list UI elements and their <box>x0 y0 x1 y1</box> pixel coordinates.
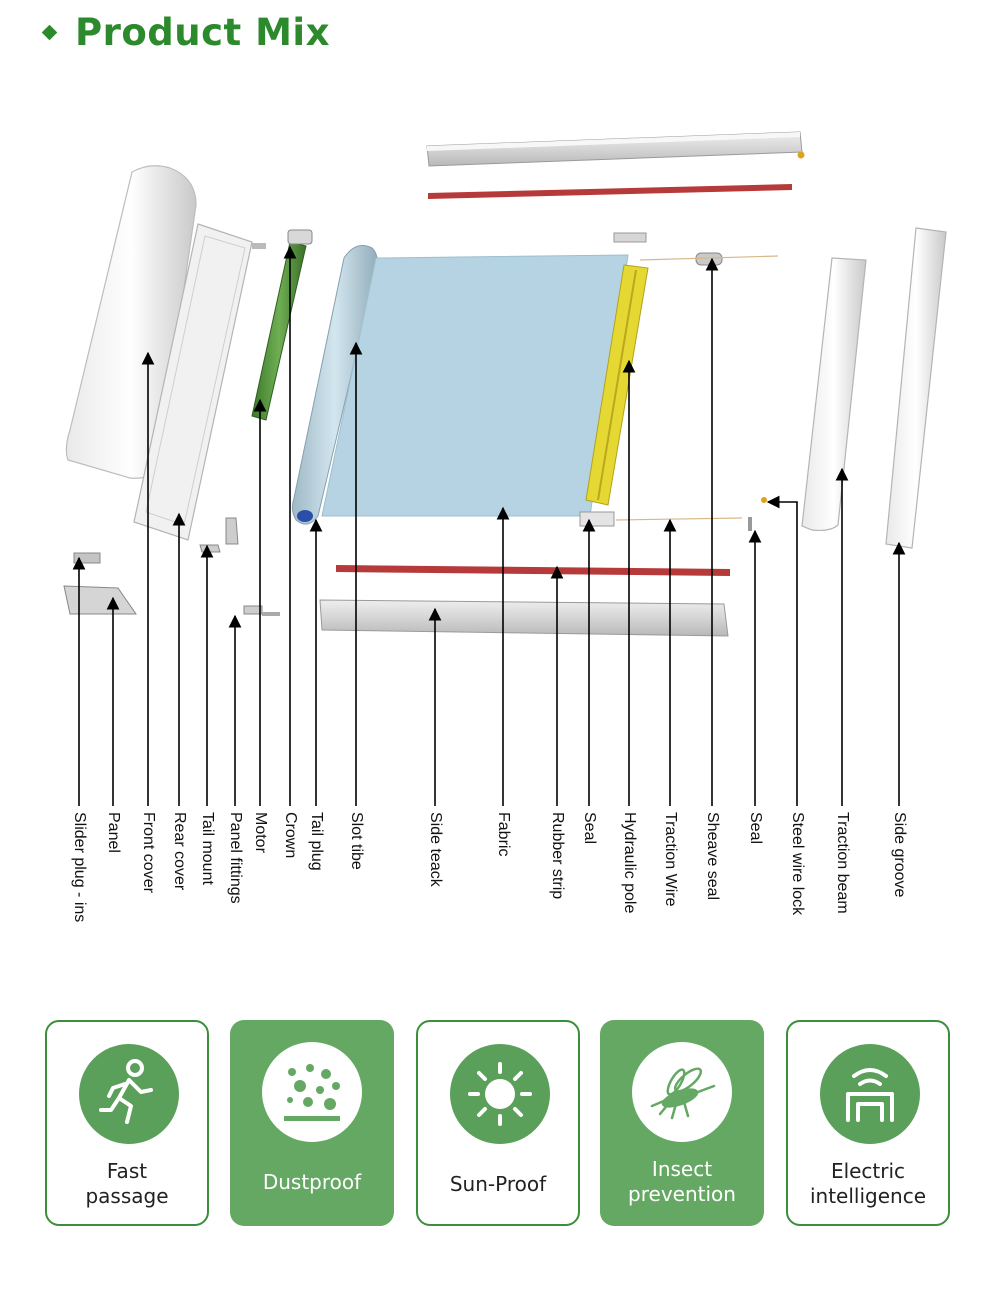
part-label: Fabric <box>495 812 512 857</box>
running-person-icon <box>79 1044 179 1144</box>
sun-icon <box>450 1044 550 1144</box>
part-label: Seal <box>581 812 598 845</box>
part-label: Traction beam <box>834 812 851 914</box>
page-title-text: Product Mix <box>75 10 330 54</box>
feature-label: Electric intelligence <box>809 1159 927 1208</box>
smart-door-icon <box>820 1044 920 1144</box>
feature-label: Sun-Proof <box>449 1171 547 1196</box>
part-label: Tail mount <box>199 812 216 885</box>
feature-card-insect-prevention: Insect prevention <box>600 1020 764 1226</box>
bottom-rail <box>319 599 729 637</box>
leader-arrows <box>72 245 906 806</box>
slot-tube <box>291 245 378 525</box>
rear-cover <box>133 223 253 541</box>
page-title: Product Mix <box>41 8 330 56</box>
part-label: Slider plug - ins <box>71 812 88 923</box>
part-label: Motor <box>252 812 269 853</box>
feature-label: Fast passage <box>85 1159 169 1208</box>
feature-card-sun-proof: Sun-Proof <box>416 1020 580 1226</box>
dust-particles-icon <box>262 1042 362 1142</box>
part-label: Panel <box>105 812 122 853</box>
part-label: Sheave seal <box>704 812 721 901</box>
part-label: Front cover <box>140 812 157 893</box>
part-label: Rear cover <box>171 812 188 891</box>
part-label: Crown <box>282 812 299 859</box>
motor <box>251 241 307 421</box>
mosquito-icon <box>632 1042 732 1142</box>
top-rail <box>426 131 805 167</box>
bottom-rubber-strip <box>336 565 730 576</box>
feature-card-fast-passage: Fast passage <box>45 1020 209 1226</box>
top-rubber-strip <box>428 184 792 199</box>
feature-card-dustproof: Dustproof <box>230 1020 394 1226</box>
exploded-diagram <box>63 131 947 806</box>
crown <box>287 229 313 245</box>
part-label: Hydraulic pole <box>621 812 638 914</box>
part-label: Panel fittings <box>227 812 244 904</box>
feature-label: Dustproof <box>262 1169 362 1194</box>
part-label: Steel wire lock <box>789 812 806 916</box>
part-label: Side teack <box>427 812 444 887</box>
part-label: Seal <box>747 812 764 845</box>
panel <box>63 585 137 615</box>
side-groove <box>885 227 947 549</box>
traction-beam <box>801 257 867 532</box>
feature-card-electric-intelligence: Electric intelligence <box>786 1020 950 1226</box>
part-label: Rubber strip <box>549 812 566 900</box>
part-label: Tail plug <box>308 812 325 871</box>
feature-label: Insect prevention <box>628 1157 736 1206</box>
part-label: Slot tibe <box>348 812 365 870</box>
part-label: Side groove <box>891 812 908 898</box>
part-label: Traction Wire <box>662 812 679 907</box>
